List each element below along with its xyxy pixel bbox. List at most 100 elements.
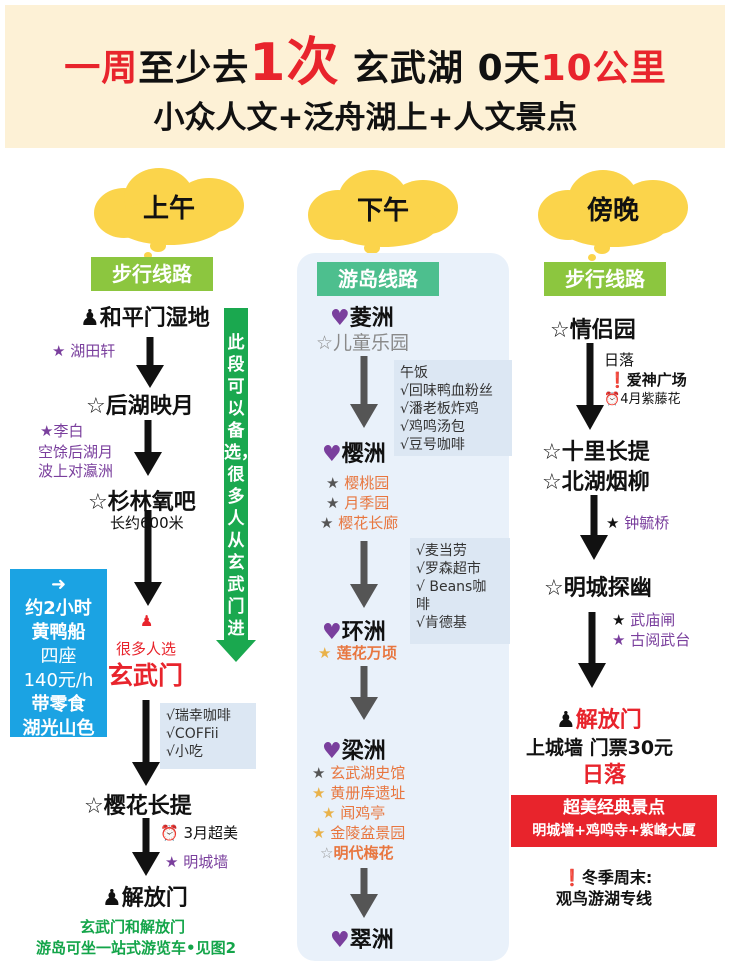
evening-route-tag: 步行线路 bbox=[544, 262, 666, 296]
island-liangzhou-item: ★ 黄册库遗址 bbox=[312, 784, 406, 802]
island-cuizhou: ♥翠洲 bbox=[330, 922, 394, 954]
stop-yinghua: ☆樱花长提 bbox=[84, 794, 192, 819]
title-part-2: 至少去 bbox=[138, 48, 250, 89]
classic-spots-title: 超美经典景点 bbox=[563, 798, 665, 818]
title-part-3: 1次 bbox=[249, 33, 340, 93]
item-text: 闻鸡亭 bbox=[340, 804, 386, 822]
food-item: 啡 bbox=[416, 597, 430, 613]
item-text: 黄册库遗址 bbox=[330, 784, 406, 802]
note-sunset: 日落 bbox=[604, 351, 635, 369]
heart-icon: ♥ bbox=[322, 739, 342, 764]
footer-note-1: 玄武门和解放门 bbox=[80, 918, 186, 936]
stop-beihuyanliu-label: 北湖烟柳 bbox=[561, 470, 650, 495]
title-part-4: 玄武湖 0天 bbox=[353, 48, 541, 89]
boat-seats: 四座 bbox=[40, 646, 77, 667]
island-lingzhou: ♥菱洲 bbox=[330, 300, 394, 332]
citywall-ticket: 上城墙 门票30元 bbox=[526, 737, 674, 759]
island-liangzhou-item: ★ 金陵盆景园 bbox=[312, 824, 406, 842]
lunch-item: √回味鸭血粉丝 bbox=[400, 383, 493, 399]
note-wumiaozha-text: 武庙闸 bbox=[630, 611, 676, 629]
classic-spots-line: 明城墙+鸡鸣寺+紫峰大厦 bbox=[532, 823, 696, 839]
food-item: √罗森超市 bbox=[416, 561, 481, 577]
stop-yinghua-label: 樱花长提 bbox=[103, 794, 192, 819]
winter-note-2: 观鸟游湖专线 bbox=[556, 889, 653, 908]
exclamation-icon: ❗ bbox=[608, 371, 627, 389]
note-wisteria-text: 4月紫藤花 bbox=[620, 392, 681, 407]
lunch-item: √鸡鸣汤包 bbox=[400, 419, 465, 435]
page-subtitle: 小众人文+泛舟湖上+人文景点 bbox=[153, 100, 578, 136]
heart-icon: ♥ bbox=[322, 442, 342, 467]
note-poem-1: 空馀后湖月 bbox=[38, 443, 114, 461]
stop-beihuyanliu: ☆北湖烟柳 bbox=[542, 470, 650, 495]
note-march: ⏰ 3月超美 bbox=[160, 822, 238, 843]
island-lingzhou-label: 菱洲 bbox=[349, 306, 394, 331]
island-lingzhou-sub-label: 儿童乐园 bbox=[333, 332, 410, 354]
cloud-morning-label: 上午 bbox=[142, 194, 195, 224]
heart-icon: ♥ bbox=[322, 620, 342, 645]
note-aishen: ❗爱神广场 bbox=[608, 369, 687, 390]
note-wisteria: ⏰4月紫藤花 bbox=[604, 388, 680, 407]
morning-route-tag: 步行线路 bbox=[91, 257, 213, 291]
item-text: 月季园 bbox=[344, 494, 390, 512]
cloud-evening: 傍晚 bbox=[528, 162, 698, 261]
page-title: 一周至少去1次 玄武湖 0天10公里 bbox=[0, 20, 731, 95]
food-box-huanzhou: √麦当劳 √罗森超市 √ Beans咖 啡 √肯德基 bbox=[410, 538, 510, 644]
stop-houhu: ☆后湖映月 bbox=[86, 394, 194, 419]
boat-duration: 约2小时 bbox=[25, 598, 92, 619]
stop-jiefangmen-evening: ♟解放门 bbox=[556, 708, 642, 733]
note-guyuewutai: ★ 古阅武台 bbox=[612, 631, 691, 649]
stop-jiefangmen-label: 解放门 bbox=[121, 886, 188, 911]
afternoon-route-tag: 游岛线路 bbox=[317, 262, 439, 296]
island-liangzhou-item: ☆明代梅花 bbox=[320, 844, 394, 862]
cloud-afternoon-label: 下午 bbox=[356, 196, 409, 226]
stop-hepingmen: ♟和平门湿地 bbox=[80, 306, 210, 331]
stop-mingcheng-label: 明城探幽 bbox=[563, 576, 652, 601]
island-yingzhou-item: ★ 月季园 bbox=[326, 494, 390, 512]
island-lingzhou-sub: ☆儿童乐园 bbox=[316, 332, 410, 354]
stop-hepingmen-label: 和平门湿地 bbox=[99, 306, 210, 331]
food-item: √ Beans咖 bbox=[416, 579, 487, 595]
exclamation-icon: ❗ bbox=[562, 868, 582, 887]
item-text: 金陵盆景园 bbox=[330, 824, 406, 842]
item-text: 樱桃园 bbox=[344, 474, 390, 492]
lunch-item: √潘老板炸鸡 bbox=[400, 401, 479, 417]
sunset-label: 日落 bbox=[582, 763, 627, 788]
note-libai-text: 李白 bbox=[53, 422, 84, 440]
stop-shanlin: ☆杉林氧吧 bbox=[88, 490, 196, 515]
island-cuizhou-label: 翠洲 bbox=[349, 928, 394, 953]
title-part-1: 一周 bbox=[64, 48, 139, 89]
title-part-5: 10公里 bbox=[540, 48, 667, 89]
note-aishen-text: 爱神广场 bbox=[626, 371, 687, 389]
island-liangzhou-label: 梁洲 bbox=[341, 739, 386, 764]
note-march-text: 3月超美 bbox=[183, 824, 239, 842]
boat-price: 140元/h bbox=[23, 670, 94, 691]
cloud-evening-label: 傍晚 bbox=[586, 196, 639, 226]
stop-shilichangti: ☆十里长提 bbox=[542, 440, 650, 465]
island-liangzhou: ♥梁洲 bbox=[322, 733, 386, 765]
footer-note-2: 游岛可坐一站式游览车•见图2 bbox=[36, 939, 237, 957]
alarm-clock-icon: ⏰ bbox=[160, 824, 179, 842]
arrow-right-icon: ➜ bbox=[50, 574, 67, 595]
stop-shilichangti-label: 十里长提 bbox=[561, 440, 650, 465]
heart-icon: ♥ bbox=[330, 306, 350, 331]
island-yingzhou-item: ★ 樱花长廊 bbox=[320, 514, 399, 532]
item-text: 莲花万顷 bbox=[336, 644, 397, 662]
food-item: √肯德基 bbox=[416, 615, 467, 631]
classic-spots-box: 超美经典景点 明城墙+鸡鸣寺+紫峰大厦 bbox=[511, 795, 717, 847]
lunch-box: 午饭 √回味鸭血粉丝 √潘老板炸鸡 √鸡鸣汤包 √豆号咖啡 bbox=[394, 360, 512, 456]
note-libai: ★李白 bbox=[40, 422, 84, 440]
alarm-clock-icon: ⏰ bbox=[604, 392, 621, 407]
food-box-xuanwumen: √瑞幸咖啡 √COFFii √小吃 bbox=[160, 703, 256, 769]
stop-mingcheng: ☆明城探幽 bbox=[544, 576, 652, 601]
boat-info-box: ➜ 约2小时 黄鸭船 四座 140元/h 带零食 湖光山色 bbox=[10, 569, 107, 739]
note-zhongyuqiao-text: 钟毓桥 bbox=[624, 514, 670, 532]
cloud-morning: 上午 bbox=[84, 160, 254, 259]
food-item: √小吃 bbox=[166, 744, 203, 760]
note-zhongyuqiao: ★ 钟毓桥 bbox=[606, 514, 670, 532]
stop-jiefangmen: ♟解放门 bbox=[102, 886, 188, 911]
note-citywall-text: 明城墙 bbox=[183, 853, 229, 871]
optional-segment-note: 此段可以备选，很多人从玄武门进 bbox=[224, 308, 258, 644]
stop-qinglvyuan-label: 情侣园 bbox=[569, 318, 636, 343]
island-liangzhou-item: ★ 闻鸡亭 bbox=[322, 804, 386, 822]
